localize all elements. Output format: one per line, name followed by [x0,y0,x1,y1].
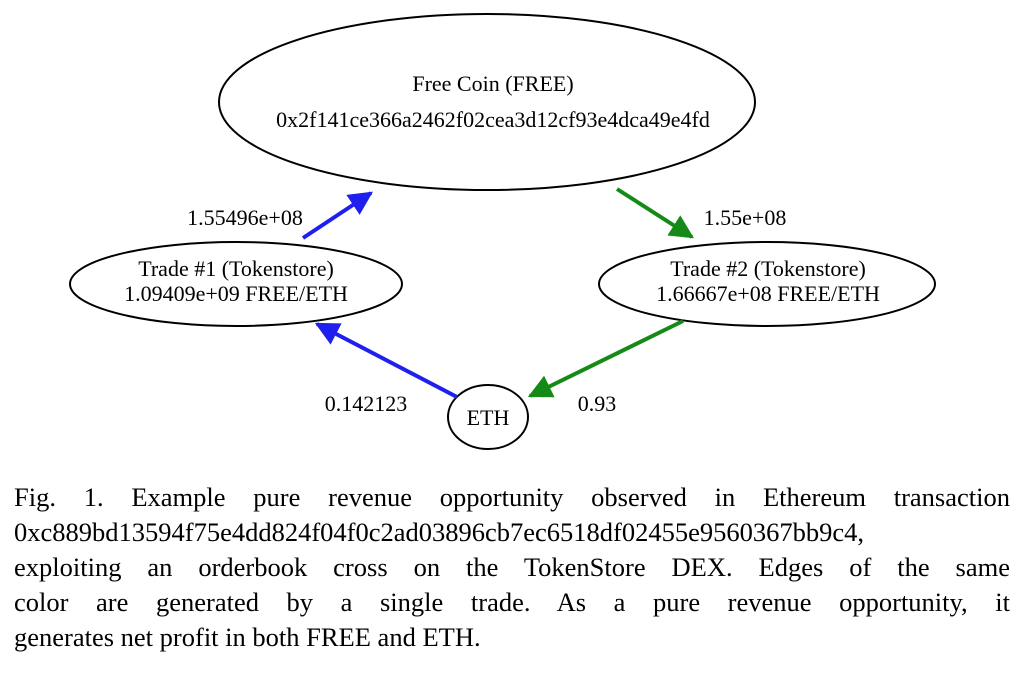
figure-caption: Fig. 1. Example pure revenue opportunity… [14,480,1010,655]
caption-line-1: Fig. 1. Example pure revenue opportunity… [14,482,1010,512]
caption-line-2: 0xc889bd13594f75e4dd824f04f0c2ad03896cb7… [14,517,865,547]
node-trade-2: Trade #2 (Tokenstore) 1.66667e+08 FREE/E… [598,241,936,327]
trade-2-rate: 1.66667e+08 FREE/ETH [656,281,880,306]
edge-label-free-to-trade2: 1.55e+08 [704,205,787,230]
node-trade-1: Trade #1 (Tokenstore) 1.09409e+09 FREE/E… [69,241,403,327]
edge-label-trade1-to-free: 1.55496e+08 [187,205,303,230]
edge-label-eth-to-trade1: 0.142123 [325,391,408,416]
edge-free-to-trade2 [615,187,695,239]
trade-1-name: Trade #1 (Tokenstore) [138,256,334,281]
revenue-opportunity-graph: Free Coin (FREE) 0x2f141ce366a2462f02cea… [69,13,936,450]
caption-line-4: color are generated by a single trade. A… [14,587,1010,617]
edge-label-trade2-to-eth: 0.93 [578,391,617,416]
caption-line-5: generates net profit in both FREE and ET… [14,622,481,652]
caption-line-3: exploiting an orderbook cross on the Tok… [14,552,1010,582]
free-coin-name: Free Coin (FREE) [412,71,573,96]
free-coin-address: 0x2f141ce366a2462f02cea3d12cf93e4dca49e4… [276,107,710,132]
trade-2-name: Trade #2 (Tokenstore) [670,256,866,281]
edge-trade2-to-eth [527,319,684,398]
edge-trade1-to-free [301,191,374,240]
eth-label: ETH [467,405,510,430]
edge-eth-to-trade1 [314,322,458,399]
node-eth: ETH [447,384,529,450]
node-free-coin: Free Coin (FREE) 0x2f141ce366a2462f02cea… [218,13,756,191]
trade-1-rate: 1.09409e+09 FREE/ETH [124,281,348,306]
